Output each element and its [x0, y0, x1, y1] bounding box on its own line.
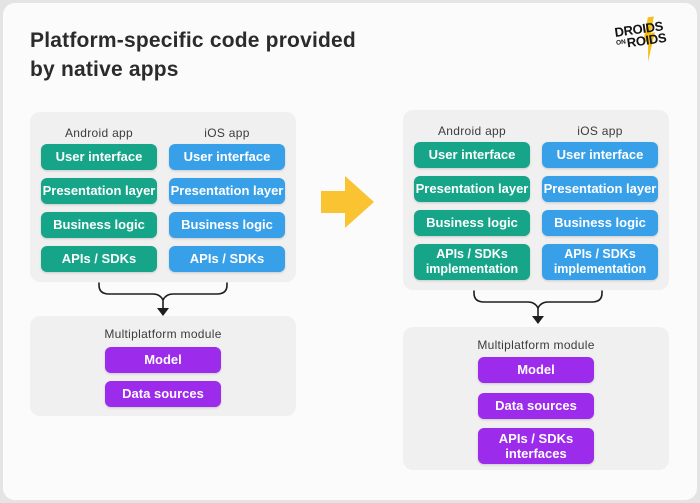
- after-android-user-interface: User interface: [414, 142, 530, 168]
- title-line-1: Platform-specific code provided: [30, 29, 356, 52]
- before-module-model: Model: [105, 347, 221, 373]
- before-multiplatform-module-panel: Multiplatform module Model Data sources: [30, 316, 296, 416]
- page-title: Platform-specific code provided by nativ…: [30, 26, 356, 84]
- after-module-title: Multiplatform module: [477, 338, 595, 352]
- after-android-presentation-layer: Presentation layer: [414, 176, 530, 202]
- before-android-user-interface: User interface: [41, 144, 157, 170]
- before-ios-business-logic: Business logic: [169, 212, 285, 238]
- after-ios-user-interface: User interface: [542, 142, 658, 168]
- after-android-apis-sdks-implementation: APIs / SDKs implementation: [414, 244, 530, 280]
- after-ios-apis-sdks-implementation: APIs / SDKs implementation: [542, 244, 658, 280]
- before-merge-connector: [98, 282, 228, 316]
- after-android-app-label: Android app: [437, 124, 507, 138]
- before-ios-apis-sdks: APIs / SDKs: [169, 246, 285, 272]
- before-android-app-label: Android app: [64, 126, 134, 140]
- after-native-apps-panel: Android app iOS app User interface Prese…: [403, 110, 669, 290]
- logo-on-word: ON: [615, 38, 627, 47]
- before-ios-user-interface: User interface: [169, 144, 285, 170]
- before-module-data-sources: Data sources: [105, 381, 221, 407]
- before-ios-presentation-layer: Presentation layer: [169, 178, 285, 204]
- after-ios-app-label: iOS app: [577, 124, 623, 138]
- before-native-apps-panel: Android app iOS app User interface Prese…: [30, 112, 296, 282]
- after-ios-business-logic: Business logic: [542, 210, 658, 236]
- before-android-apis-sdks: APIs / SDKs: [41, 246, 157, 272]
- after-module-data-sources: Data sources: [478, 393, 594, 419]
- before-android-business-logic: Business logic: [41, 212, 157, 238]
- after-multiplatform-module-panel: Multiplatform module Model Data sources …: [403, 327, 669, 470]
- transform-arrow-icon: [321, 176, 374, 228]
- after-module-apis-sdks-interfaces: APIs / SDKs interfaces: [478, 428, 594, 464]
- droids-on-roids-logo: DROIDS ONROIDS: [614, 15, 689, 64]
- after-ios-presentation-layer: Presentation layer: [542, 176, 658, 202]
- lightning-bolt-icon: [643, 16, 655, 62]
- title-line-2: by native apps: [30, 58, 179, 81]
- before-ios-app-label: iOS app: [204, 126, 250, 140]
- after-module-model: Model: [478, 357, 594, 383]
- before-module-title: Multiplatform module: [104, 327, 222, 341]
- after-android-business-logic: Business logic: [414, 210, 530, 236]
- before-android-presentation-layer: Presentation layer: [41, 178, 157, 204]
- after-merge-connector: [473, 290, 603, 324]
